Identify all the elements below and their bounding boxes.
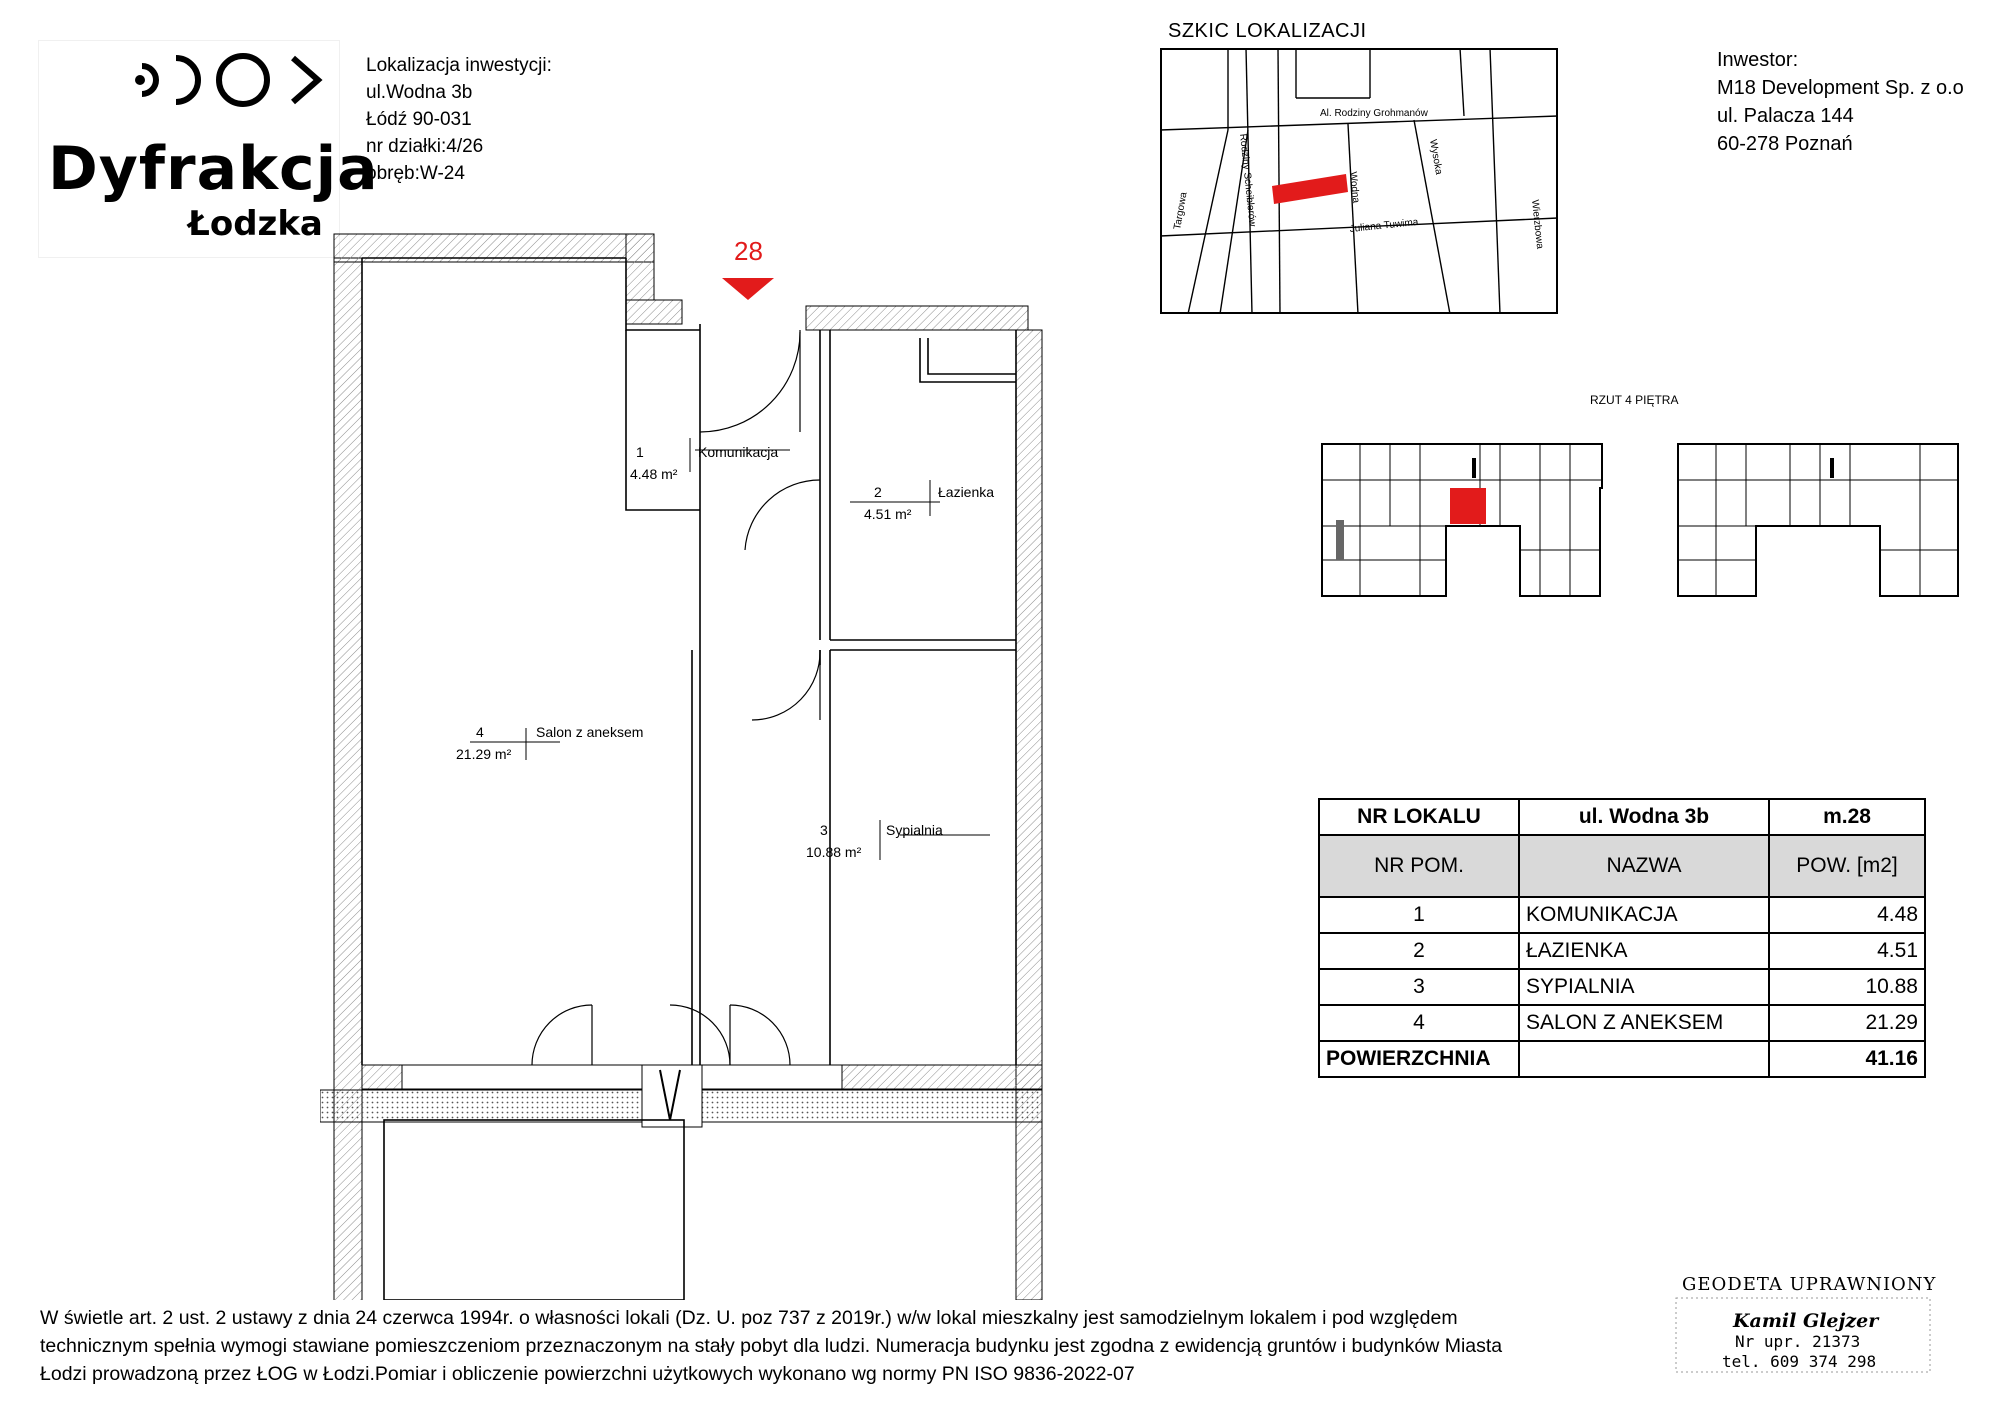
location-map: Al. Rodziny Grohmanów Rodziny Scheibleró… <box>1160 48 1558 314</box>
room-number: 2 <box>874 484 882 500</box>
location-line: nr działki:4/26 <box>366 136 484 157</box>
room-area: 10.88 m² <box>806 844 862 860</box>
table-subheader-cell: POW. [m2] <box>1768 834 1926 898</box>
table-total-label: POWIERZCHNIA <box>1318 1040 1520 1078</box>
street-label: Wodna <box>1347 171 1361 204</box>
location-line: ul.Wodna 3b <box>366 82 473 103</box>
location-line: obręb:W-24 <box>366 163 465 184</box>
logo-subtitle: Łodzka <box>188 204 323 244</box>
floor-overview <box>1321 443 1959 597</box>
balcony <box>383 1119 685 1300</box>
room-name: Salon z aneksem <box>536 724 644 740</box>
logo-wordmark: Dyfrakcja <box>48 134 379 204</box>
table-cell: SYPIALNIA <box>1518 968 1770 1006</box>
table-cell: 4.48 <box>1768 896 1926 934</box>
stamp-phone: tel. 609 374 298 <box>1722 1352 1877 1371</box>
stamp-title: GEODETA UPRAWNIONY <box>1682 1274 1937 1295</box>
window-sill <box>320 1064 1043 1128</box>
footer-line: technicznym spełnia wymogi stawiane pomi… <box>40 1335 1503 1357</box>
table-total-row: POWIERZCHNIA 41.16 <box>1318 1040 1926 1078</box>
legal-footer: W świetle art. 2 ust. 2 ustawy z dnia 24… <box>40 1304 1660 1388</box>
unit-number: 28 <box>734 236 763 266</box>
table-cell: 1 <box>1318 896 1520 934</box>
stamp-name: Kamil Glejzer <box>1733 1310 1879 1332</box>
room-area: 4.51 m² <box>864 506 912 522</box>
table-cell: 10.88 <box>1768 968 1926 1006</box>
unit-highlight <box>1450 488 1486 524</box>
location-line: Lokalizacja inwestycji: <box>366 55 552 76</box>
location-line: Łódź 90-031 <box>366 109 472 130</box>
table-cell: 3 <box>1318 968 1520 1006</box>
table-cell: SALON Z ANEKSEM <box>1518 1004 1770 1042</box>
table-cell: 21.29 <box>1768 1004 1926 1042</box>
stamp-license: Nr upr. 21373 <box>1735 1332 1861 1351</box>
investor-info: Inwestor: M18 Development Sp. z o.o ul. … <box>1717 46 1964 158</box>
room-area: 4.48 m² <box>630 466 678 482</box>
table-header-row: NR LOKALU ul. Wodna 3b m.28 <box>1318 798 1926 836</box>
table-row: 1 KOMUNIKACJA 4.48 <box>1318 896 1926 934</box>
street-label: Al. Rodziny Grohmanów <box>1320 108 1429 119</box>
table-subheader-row: NR POM. NAZWA POW. [m2] <box>1318 834 1926 898</box>
street-label: Wierzbowa <box>1529 199 1545 250</box>
investor-line: 60-278 Poznań <box>1717 133 1853 155</box>
surveyor-stamp <box>1675 1297 1931 1373</box>
room-number: 3 <box>820 822 828 838</box>
floor-overview-title: RZUT 4 PIĘTRA <box>1590 393 1679 407</box>
table-row: 4 SALON Z ANEKSEM 21.29 <box>1318 1004 1926 1042</box>
investor-line: Inwestor: <box>1717 49 1799 71</box>
dyfrakcja-logo-icon <box>135 53 323 107</box>
room-name: Sypialnia <box>886 822 943 838</box>
table-cell: 4 <box>1318 1004 1520 1042</box>
table-cell: 4.51 <box>1768 932 1926 970</box>
plot-marker <box>1272 174 1348 204</box>
investor-line: M18 Development Sp. z o.o <box>1717 77 1964 99</box>
walls <box>333 233 1043 1300</box>
room-area: 21.29 m² <box>456 746 512 762</box>
investor-line: ul. Palacza 144 <box>1717 105 1854 127</box>
rooms-table: NR LOKALU ul. Wodna 3b m.28 NR POM. NAZW… <box>1318 798 1926 1078</box>
room-number: 1 <box>636 444 644 460</box>
location-info: Lokalizacja inwestycji: ul.Wodna 3b Łódź… <box>366 52 552 187</box>
table-row: 2 ŁAZIENKA 4.51 <box>1318 932 1926 970</box>
table-cell: ŁAZIENKA <box>1518 932 1770 970</box>
table-total-empty <box>1518 1040 1770 1078</box>
room-number: 4 <box>476 724 484 740</box>
footer-line: Łodzi prowadzoną przez ŁOG w Łodzi.Pomia… <box>40 1363 1135 1385</box>
table-header-cell: m.28 <box>1768 798 1926 836</box>
table-subheader-cell: NAZWA <box>1518 834 1770 898</box>
logo-box <box>38 40 340 258</box>
table-cell: 2 <box>1318 932 1520 970</box>
room-name: Łazienka <box>938 484 995 500</box>
table-header-cell: NR LOKALU <box>1318 798 1520 836</box>
table-subheader-cell: NR POM. <box>1318 834 1520 898</box>
footer-line: W świetle art. 2 ust. 2 ustawy z dnia 24… <box>40 1307 1458 1329</box>
room-name: Komunikacja <box>698 444 779 460</box>
unit-marker-triangle <box>722 278 774 300</box>
table-header-cell: ul. Wodna 3b <box>1518 798 1770 836</box>
table-total-value: 41.16 <box>1768 1040 1926 1078</box>
map-title: SZKIC LOKALIZACJI <box>1168 20 1367 42</box>
floor-plan <box>320 233 1043 1300</box>
table-row: 3 SYPIALNIA 10.88 <box>1318 968 1926 1006</box>
table-cell: KOMUNIKACJA <box>1518 896 1770 934</box>
